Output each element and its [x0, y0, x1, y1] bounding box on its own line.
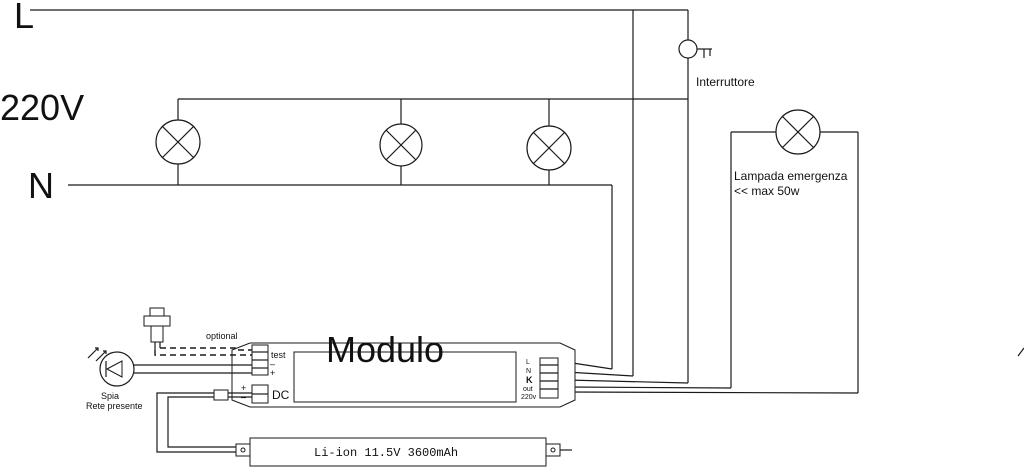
battery-wire-inner: [167, 396, 236, 448]
optional-wire-2: [160, 347, 252, 351]
indicator-label: Spia: [101, 391, 119, 401]
test-plus-label: +: [270, 368, 275, 378]
voltage-label: 220V: [0, 87, 84, 128]
dc-label: DC: [272, 388, 290, 402]
terminal-K-label: K: [526, 375, 533, 385]
test-minus-label: –: [270, 359, 275, 369]
terminal-out2-wire: [565, 391, 859, 394]
terminal-L-label: L: [526, 359, 530, 366]
terminal-220v-label: 220v: [521, 394, 537, 401]
module-label: Modulo: [326, 329, 444, 370]
terminal-out1-wire: [565, 386, 732, 389]
terminal-N-label: N: [526, 368, 531, 375]
test-label: test: [271, 350, 286, 360]
emergency-lamp-label: Lampada emergenza: [734, 169, 848, 183]
terminal-out-label: out: [523, 386, 533, 393]
lamp-3: [526, 99, 572, 185]
dc-plus-label: +: [241, 383, 246, 393]
edge-mark: [1017, 347, 1024, 357]
neutral-label: N: [28, 165, 54, 206]
optional-label: optional: [206, 331, 238, 341]
dc-connector: [213, 389, 229, 401]
battery-label: Li-ion 11.5V 3600mAh: [314, 446, 458, 460]
emergency-lamp: [730, 109, 859, 393]
optional-wire-1: [154, 350, 252, 356]
switch-label: Interruttore: [696, 75, 755, 89]
indicator-led-icon: [87, 347, 135, 387]
line-label: L: [14, 0, 34, 36]
lamp-1: [155, 99, 201, 185]
terminal-K-wire: [565, 379, 689, 384]
emergency-lamp-max-label: << max 50w: [734, 184, 800, 198]
mains-terminal-block: [539, 357, 559, 399]
push-button-icon: [143, 307, 171, 350]
module-housing: [231, 342, 576, 408]
battery-pack: [235, 437, 572, 467]
terminal-L-wire: [565, 371, 634, 377]
switch-icon: [678, 10, 712, 383]
indicator-sublabel: Rete presente: [86, 401, 143, 411]
lamp-2: [379, 99, 423, 185]
battery-wire-outer: [156, 392, 236, 453]
